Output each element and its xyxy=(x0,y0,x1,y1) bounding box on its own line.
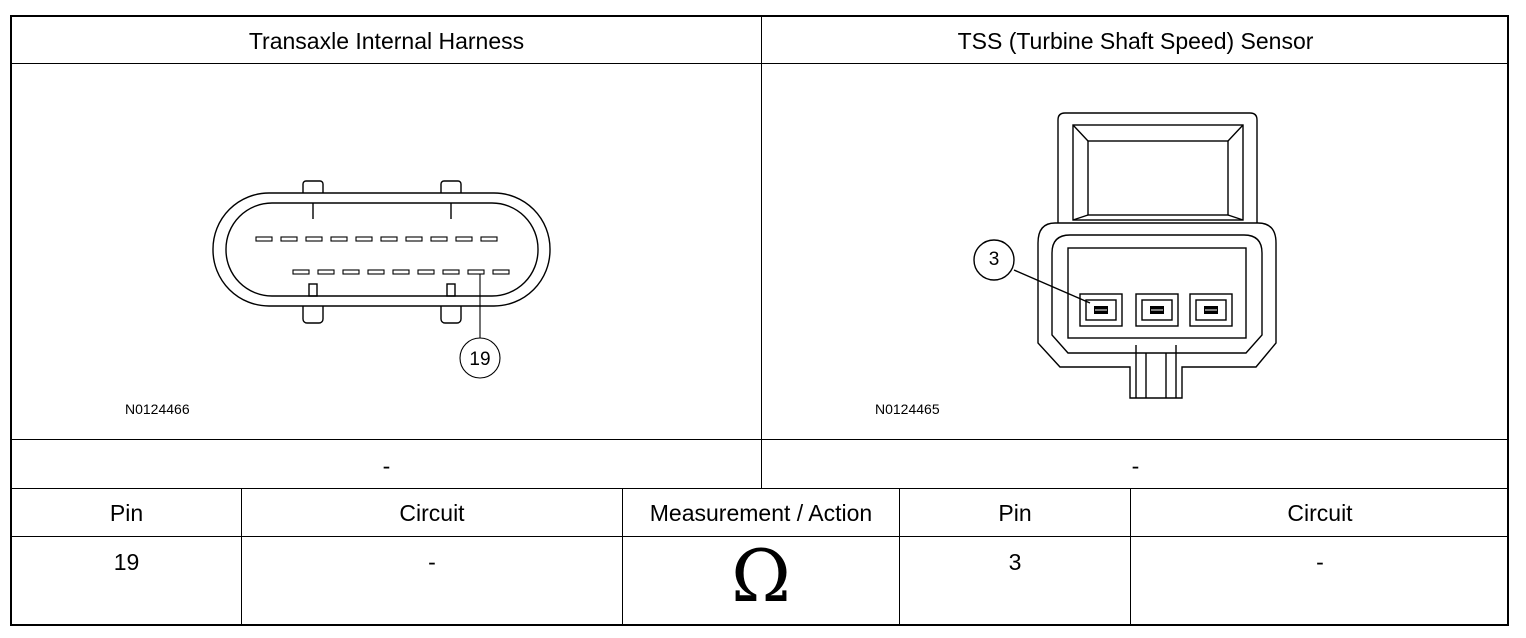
header-circuit-left: Circuit xyxy=(399,500,465,526)
column-divider-1 xyxy=(241,488,242,625)
left-figure-id: N0124466 xyxy=(125,401,190,417)
column-divider-3 xyxy=(899,488,900,625)
connector-test-table xyxy=(10,15,1509,626)
pin-19-callout: 19 xyxy=(469,349,491,370)
header-circuit-right: Circuit xyxy=(1287,500,1353,526)
right-figure-id: N0124465 xyxy=(875,401,940,417)
row-divider-figures xyxy=(11,439,1509,440)
tss-sensor-header: TSS (Turbine Shaft Speed) Sensor xyxy=(957,28,1314,54)
column-divider-4 xyxy=(1130,488,1131,625)
transaxle-harness-header: Transaxle Internal Harness xyxy=(248,28,525,54)
value-pin-right: 3 xyxy=(1008,549,1022,575)
row-divider-header xyxy=(11,63,1509,64)
transaxle-harness-connector-diagram xyxy=(212,180,551,379)
header-measurement-action: Measurement / Action xyxy=(649,500,873,526)
column-divider-2 xyxy=(622,488,623,625)
column-divider-main xyxy=(761,16,762,488)
row-divider-table-header xyxy=(11,536,1509,537)
left-connector-label: - xyxy=(382,453,391,479)
right-connector-label: - xyxy=(1131,453,1140,479)
tss-sensor-connector-diagram xyxy=(973,112,1277,399)
value-circuit-right: - xyxy=(1316,549,1324,575)
pin-3-callout: 3 xyxy=(988,249,1000,270)
header-pin-left: Pin xyxy=(109,500,144,526)
row-divider-connector-labels xyxy=(11,488,1509,489)
value-pin-left: 19 xyxy=(113,549,140,575)
header-pin-right: Pin xyxy=(998,500,1032,526)
value-circuit-left: - xyxy=(428,549,436,575)
ohm-measurement-icon: Ω xyxy=(731,534,791,618)
